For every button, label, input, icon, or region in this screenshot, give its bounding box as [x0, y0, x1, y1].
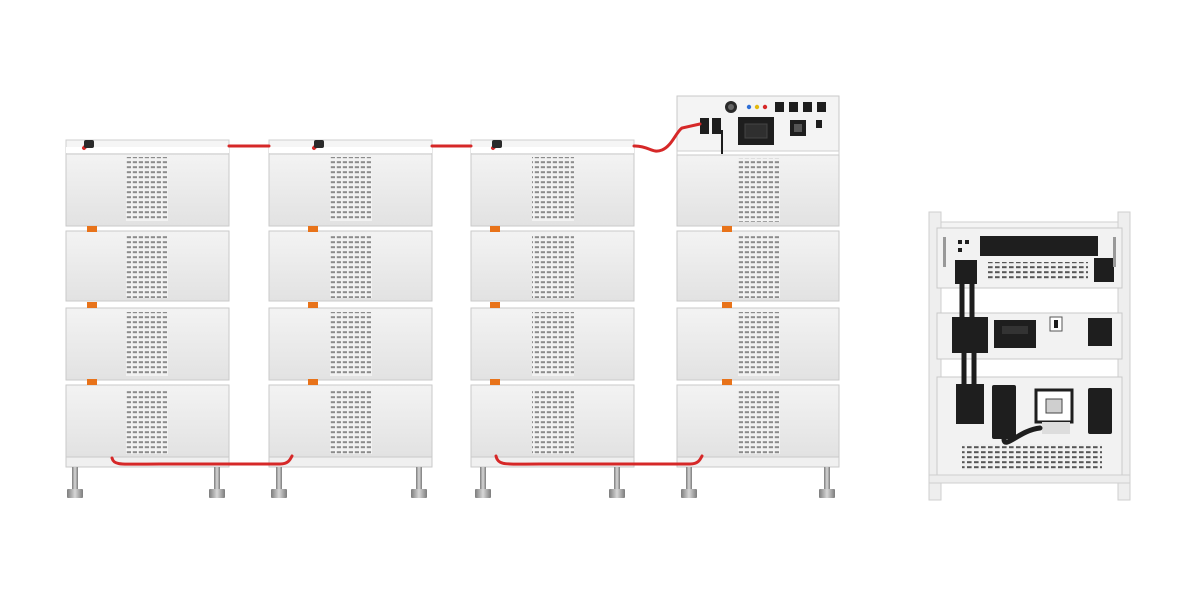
yellow-indicator-icon [754, 104, 760, 110]
stack-base [65, 456, 230, 468]
vent-grille [126, 312, 168, 376]
battery-stack-4 [676, 95, 840, 498]
rack-shelf-1 [936, 227, 1123, 289]
battery-module [65, 307, 230, 381]
leveling-foot [72, 467, 78, 489]
terminal-plug-icon [700, 118, 709, 134]
power-cables [82, 122, 704, 466]
orange-connector [308, 379, 318, 385]
vent-grille [330, 312, 372, 376]
vent-grille [330, 157, 372, 221]
cable-top-3-4 [632, 122, 702, 153]
vent-grille [988, 262, 1088, 280]
orange-connector [722, 379, 732, 385]
vent-grille [532, 312, 574, 376]
terminal-strip [980, 236, 1098, 256]
orange-connector [308, 226, 318, 232]
cable-bottom-1-2 [110, 454, 294, 466]
battery-stack-1 [65, 139, 230, 498]
orange-connector [722, 302, 732, 308]
vent-grille [738, 236, 780, 298]
breaker-icon [1088, 388, 1112, 434]
cable-bottom-3-4 [494, 454, 704, 466]
battery-module [65, 153, 230, 227]
breaker-icon [992, 385, 1016, 439]
orange-connector [490, 379, 500, 385]
vent-grille [738, 158, 780, 222]
battery-module [65, 230, 230, 302]
orange-connector [308, 302, 318, 308]
vent-grille [532, 236, 574, 298]
orange-connector [87, 379, 97, 385]
leveling-foot [214, 467, 220, 489]
connector-icon [955, 260, 977, 284]
orange-connector [490, 302, 500, 308]
battery-stack-3 [470, 139, 635, 498]
vent-grille [330, 236, 372, 298]
connector-icon [1094, 258, 1114, 282]
port-icon [817, 102, 826, 112]
connector-icon [952, 317, 988, 353]
terminal-plug-icon [712, 118, 721, 134]
orange-connector [722, 226, 732, 232]
battery-stack-2 [268, 139, 433, 498]
rack-shelf-3 [936, 376, 1123, 476]
orange-connector [87, 302, 97, 308]
rack-shelf-2 [936, 312, 1123, 360]
vent-grille [126, 390, 168, 454]
port-icon [775, 102, 784, 112]
vent-grille [126, 236, 168, 298]
rear-rack [928, 211, 1131, 501]
control-box [676, 95, 840, 152]
port-icon [965, 240, 969, 244]
port-icon [803, 102, 812, 112]
vent-grille [738, 312, 780, 376]
vent-grille [330, 390, 372, 454]
battery-module [65, 384, 230, 458]
vent-grille [126, 157, 168, 221]
port-icon [958, 240, 962, 244]
vent-grille [738, 390, 780, 454]
port-icon [789, 102, 798, 112]
vent-grille [532, 390, 574, 454]
red-indicator-icon [762, 104, 768, 110]
vent-grille [532, 157, 574, 221]
blue-indicator-icon [746, 104, 752, 110]
connector-icon [956, 384, 984, 424]
connector-icon [1088, 318, 1112, 346]
orange-connector [490, 226, 500, 232]
orange-connector [87, 226, 97, 232]
vent-grille [962, 444, 1102, 470]
